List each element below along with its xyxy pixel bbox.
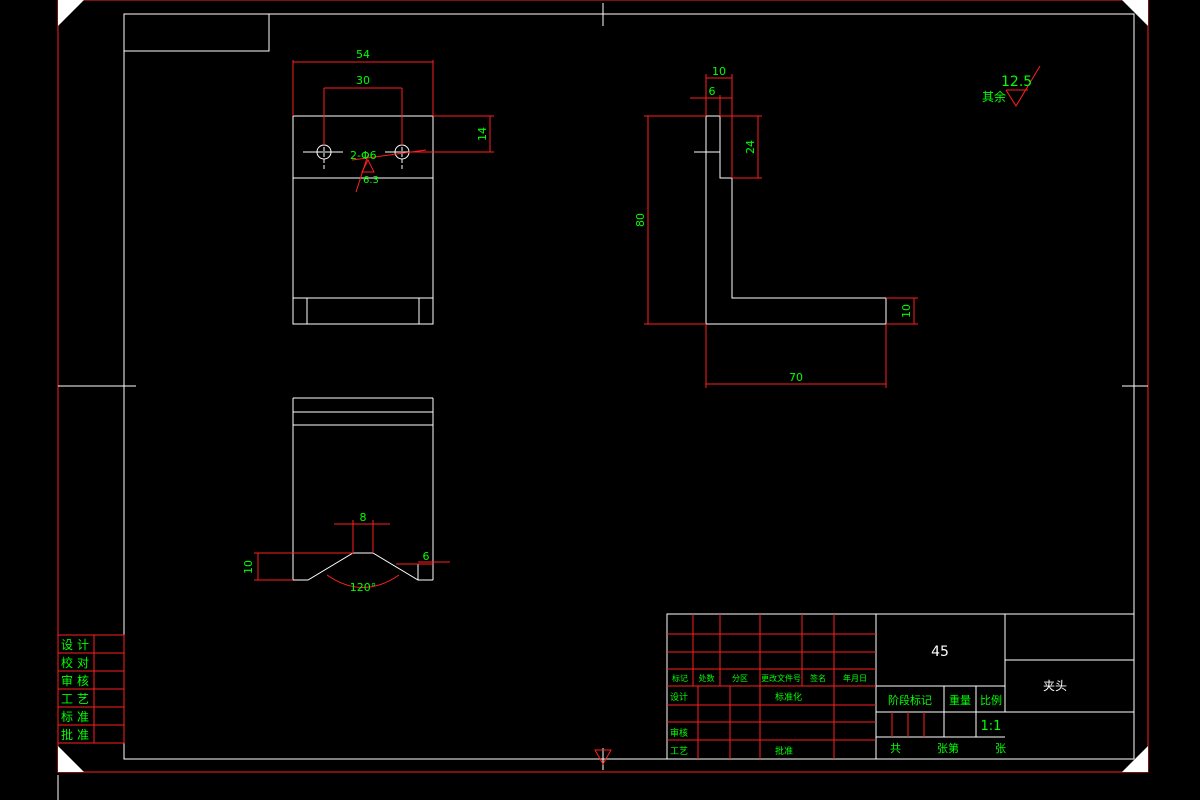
dim-side-w2: 6 (709, 85, 716, 98)
sheet-end: 张 (995, 742, 1006, 755)
scale-value: 1:1 (981, 719, 1002, 734)
title-header-cell: 年月日 (843, 673, 867, 683)
dim-top-width: 54 (356, 48, 370, 61)
weight-label: 重量 (949, 693, 971, 707)
row-label-design: 设计 (670, 691, 688, 703)
roughness-value: 12.5 (1001, 74, 1032, 90)
title-block-grid (667, 614, 925, 759)
dim-v-depth: 6 (423, 550, 430, 563)
row-label-review: 审核 (670, 727, 688, 739)
part-name: 夹头 (1043, 679, 1067, 693)
left-table-label: 设计 (61, 638, 93, 652)
dim-v-height: 10 (242, 560, 255, 574)
outer-frame (57, 0, 1149, 773)
dim-side-h24: 24 (744, 140, 757, 154)
roughness-top: 6.3 (363, 175, 379, 186)
sheet-mid: 张第 (937, 741, 959, 755)
dim-side-len70: 70 (789, 371, 803, 384)
title-header-cell: 更改文件号 (761, 673, 801, 683)
roughness-label: 其余 (982, 89, 1006, 104)
left-table-label: 批准 (61, 727, 93, 742)
side-view: 10 6 24 80 10 70 (634, 65, 918, 388)
row-label-approve: 批准 (775, 745, 793, 757)
sheet-total: 共 (890, 742, 901, 755)
row-label-standardization: 标准化 (775, 691, 802, 703)
dim-side-t10: 10 (900, 304, 913, 318)
left-table-label: 工艺 (61, 692, 93, 706)
material-value: 45 (931, 644, 949, 660)
dim-v-width: 8 (360, 511, 367, 524)
inner-frame (57, 3, 1148, 800)
left-table (57, 634, 125, 744)
dim-side-w1: 10 (712, 65, 726, 78)
title-header-cells: 标记 处数 分区 更改文件号签名 年月日 (672, 673, 867, 683)
stage-label: 阶段标记 (888, 693, 932, 707)
roughness-symbol: 其余 12.5 (982, 65, 1041, 107)
title-header-cell: 签名 (810, 673, 826, 683)
left-table-label: 审核 (61, 673, 93, 688)
front-view: 54 30 14 2-Φ6 6.3 (292, 48, 494, 325)
dim-v-angle: 120° (350, 581, 377, 594)
title-header-cell: 分区 (732, 674, 748, 683)
top-view: 8 6 10 120° (242, 397, 450, 594)
dim-hole-spacing: 30 (356, 74, 370, 87)
row-label-process: 工艺 (670, 746, 688, 757)
scale-label: 比例 (980, 693, 1002, 707)
title-header-cell: 处数 (699, 673, 715, 683)
dim-hole-offset: 14 (476, 127, 489, 141)
left-table-label: 标准 (61, 710, 93, 724)
dim-holes: 2-Φ6 (350, 149, 377, 162)
dim-side-h80: 80 (634, 213, 647, 227)
left-table-label: 校对 (61, 655, 93, 670)
title-header-cell: 标记 (672, 673, 688, 683)
